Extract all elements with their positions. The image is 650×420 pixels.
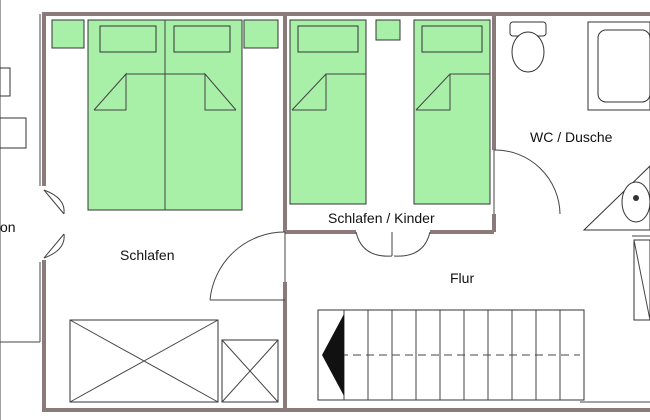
- nightstand-icon: [243, 19, 279, 49]
- room-label-living: on: [0, 219, 16, 235]
- armchair-icon: [0, 67, 11, 97]
- stair-arrow-icon: [322, 314, 344, 396]
- room-label-bedroom: Schlafen: [120, 247, 174, 263]
- wardrobe: [69, 319, 279, 403]
- kids-bed-left: [289, 19, 367, 205]
- room-label-hallway: Flur: [450, 270, 474, 286]
- toilet-icon: [511, 31, 545, 73]
- kids-bed-right: [413, 19, 491, 205]
- double-bed: [87, 19, 243, 211]
- room-label-kids: Schlafen / Kinder: [328, 210, 435, 226]
- armchair-icon: [0, 117, 27, 149]
- left-room: on: [0, 0, 27, 420]
- nightstand-icon: [375, 19, 401, 41]
- pillow-icon: [297, 25, 359, 53]
- pillow-icon: [173, 25, 231, 53]
- nightstand-icon: [51, 19, 85, 49]
- pillow-icon: [99, 25, 157, 53]
- walls: [0, 12, 650, 412]
- pillow-icon: [421, 25, 483, 53]
- doors: [43, 149, 561, 301]
- room-label-bathroom: WC / Dusche: [530, 129, 613, 145]
- staircase: [317, 309, 585, 401]
- bathroom-fixtures: [509, 21, 650, 321]
